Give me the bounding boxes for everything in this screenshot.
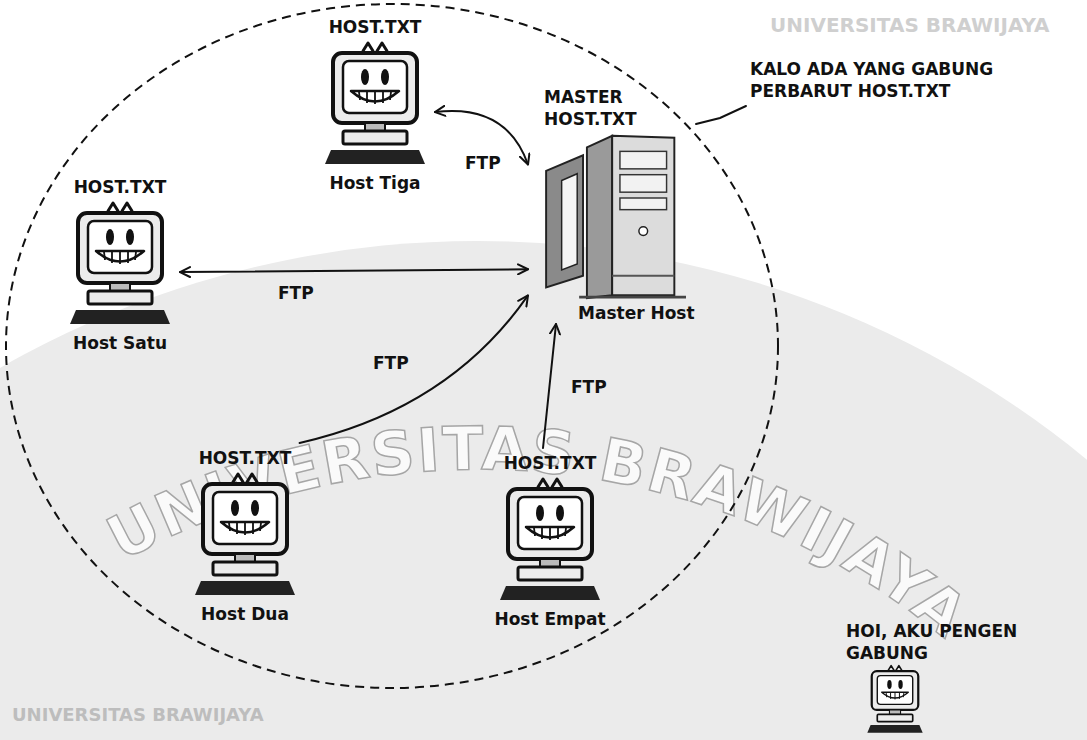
edge-label: FTP xyxy=(568,376,610,398)
host-computer: HOST.TXT Host Dua xyxy=(180,443,310,625)
computer-icon xyxy=(195,471,295,601)
watermark-arc: UNIVERSITAS BRAWIJAYA xyxy=(96,413,981,651)
host-computer: HOI, AKU PENGEN GABUNG xyxy=(838,620,1038,736)
host-name: Host Empat xyxy=(494,608,605,630)
computer-icon xyxy=(325,40,425,170)
ftp-connector xyxy=(180,269,528,272)
ftp-connector xyxy=(543,324,556,448)
edge-label: FTP xyxy=(462,152,504,174)
callout-leader xyxy=(696,106,746,124)
host-name: Host Satu xyxy=(73,332,167,354)
network-region: KALO ADA YANG GABUNG PERBARUT HOST.TXTHO… xyxy=(4,2,780,690)
watermark-text: UNIVERSITAS BRAWIJAYA xyxy=(96,413,981,651)
watermark-text: UNIVERSITAS BRAWIJAYA xyxy=(12,704,264,726)
host-name: Master Host xyxy=(578,302,695,324)
host-computer: HOST.TXT Host Satu xyxy=(60,172,180,354)
ftp-connector xyxy=(300,295,528,443)
host-name: Host Dua xyxy=(201,603,289,625)
master-host: MASTER HOST.TXT Master Host xyxy=(528,86,728,324)
file-label: HOST.TXT xyxy=(199,447,292,469)
speech-note: HOI, AKU PENGEN GABUNG xyxy=(846,620,1021,664)
host-computer: HOST.TXT Host Empat xyxy=(480,448,620,630)
host-computer: HOST.TXT Host Tiga xyxy=(315,12,435,194)
file-label: HOST.TXT xyxy=(74,176,167,198)
computer-icon xyxy=(500,476,600,606)
watermark-text: UNIVERSITAS BRAWIJAYA xyxy=(770,14,1050,36)
edge-label: FTP xyxy=(275,282,317,304)
host-name: Host Tiga xyxy=(329,172,420,194)
edge-label: FTP xyxy=(370,352,412,374)
computer-icon xyxy=(70,200,170,330)
watermark-disc xyxy=(0,241,1087,740)
callout-note: KALO ADA YANG GABUNG PERBARUT HOST.TXT xyxy=(750,58,1060,102)
file-label: MASTER HOST.TXT xyxy=(544,86,637,130)
server-tower-icon xyxy=(538,130,698,300)
computer-icon xyxy=(864,664,926,736)
file-label: HOST.TXT xyxy=(504,452,597,474)
file-label: HOST.TXT xyxy=(329,16,422,38)
